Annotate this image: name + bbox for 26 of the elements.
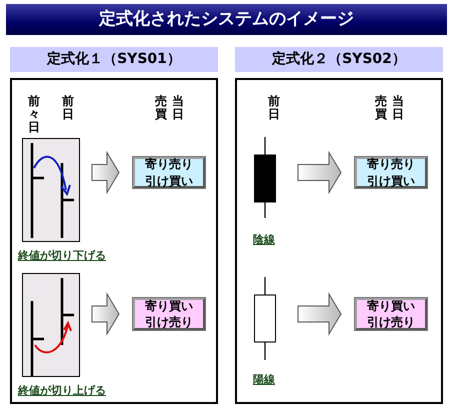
caption-link: 陽線 (253, 372, 275, 387)
column-header: 前日 (62, 95, 74, 122)
signal-box: 寄り売り引け買い (355, 157, 427, 188)
bearish-candlestick-drawing (254, 137, 276, 218)
column-header: 前日 (268, 95, 280, 122)
price-line-drawing (22, 273, 80, 377)
price-line-drawing (22, 138, 80, 242)
block-arrow (92, 292, 120, 336)
caption-link: 陰線 (253, 232, 275, 247)
column-header: 前々日 (28, 95, 40, 135)
title-bar: 定式化されたシステムのイメージ (6, 4, 447, 35)
panel-heading: 定式化１（SYS01） (10, 47, 218, 72)
column-header: 当日 (392, 95, 404, 122)
signal-box: 寄り買い引け売り (355, 298, 427, 330)
bullish-candlestick-drawing (254, 277, 276, 360)
block-arrow (92, 150, 120, 194)
caption-link: 終値が切り上げる (18, 383, 106, 398)
block-arrow (298, 150, 342, 194)
signal-box: 寄り売り引け買い (133, 157, 205, 188)
caption-link: 終値が切り下げる (18, 248, 106, 263)
column-header: 売買 (375, 95, 387, 122)
signal-box: 寄り買い引け売り (133, 298, 205, 330)
column-header: 売買 (155, 95, 167, 122)
block-arrow (298, 292, 342, 336)
column-header: 当日 (172, 95, 184, 122)
panel-heading: 定式化２（SYS02） (235, 47, 443, 72)
